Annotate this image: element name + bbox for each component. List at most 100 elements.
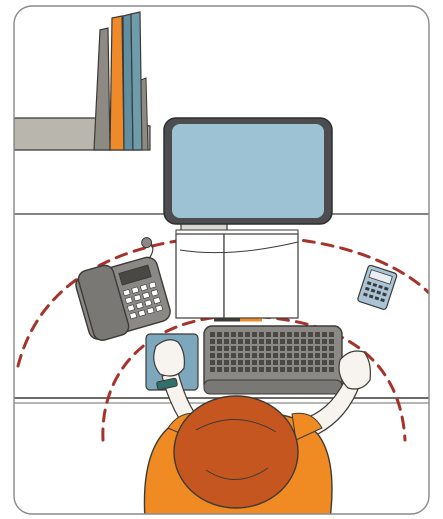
keyboard-key	[301, 360, 306, 365]
keyboard-key	[231, 339, 236, 344]
keyboard-key	[273, 346, 278, 351]
keyboard-icon	[204, 320, 342, 394]
keyboard-key	[252, 360, 257, 365]
keyboard-key	[322, 346, 327, 351]
keyboard-key	[252, 353, 257, 358]
keyboard-key	[252, 339, 257, 344]
keyboard-key	[252, 367, 257, 372]
keyboard-key	[329, 346, 334, 351]
keyboard-key	[210, 353, 215, 358]
keyboard-key	[308, 339, 313, 344]
keyboard-key	[266, 360, 271, 365]
keyboard-key	[252, 346, 257, 351]
keyboard-key	[245, 360, 250, 365]
keyboard-key	[238, 339, 243, 344]
keyboard-key	[273, 360, 278, 365]
keyboard-key	[245, 367, 250, 372]
document-holder-icon	[176, 230, 298, 318]
keyboard-key	[224, 346, 229, 351]
keyboard-key	[210, 332, 215, 337]
keyboard-key	[259, 339, 264, 344]
keyboard-key	[301, 346, 306, 351]
keyboard-key	[280, 360, 285, 365]
keyboard-key	[294, 346, 299, 351]
keyboard-key	[280, 346, 285, 351]
keyboard-key	[280, 367, 285, 372]
keyboard-key	[301, 339, 306, 344]
hair	[174, 396, 298, 508]
keyboard-key	[294, 332, 299, 337]
keyboard-key	[294, 353, 299, 358]
keyboard-key	[322, 360, 327, 365]
keyboard-key	[224, 360, 229, 365]
keyboard-key	[294, 360, 299, 365]
keyboard-key	[280, 339, 285, 344]
keyboard-key	[259, 332, 264, 337]
keyboard-key	[266, 346, 271, 351]
keyboard-key	[224, 353, 229, 358]
keyboard-key	[231, 360, 236, 365]
keyboard-key	[238, 332, 243, 337]
keyboard-key	[294, 367, 299, 372]
keyboard-key	[252, 332, 257, 337]
keyboard-key	[259, 353, 264, 358]
keyboard-key	[210, 367, 215, 372]
keyboard-key	[217, 346, 222, 351]
keyboard-key	[238, 367, 243, 372]
keyboard-key	[287, 332, 292, 337]
keyboard-key	[266, 339, 271, 344]
keyboard-key	[287, 346, 292, 351]
keyboard-key	[301, 353, 306, 358]
keyboard-key	[245, 339, 250, 344]
keyboard-key	[308, 367, 313, 372]
keyboard-key	[287, 360, 292, 365]
keyboard-key	[231, 332, 236, 337]
keyboard-key	[322, 353, 327, 358]
keyboard-key	[308, 360, 313, 365]
keyboard-key	[287, 339, 292, 344]
keyboard-key	[273, 332, 278, 337]
keyboard-key	[224, 339, 229, 344]
keyboard-key	[329, 353, 334, 358]
keyboard-key	[315, 353, 320, 358]
keyboard-key	[287, 353, 292, 358]
keyboard-key	[231, 353, 236, 358]
keyboard-key	[259, 360, 264, 365]
keyboard-key	[329, 339, 334, 344]
keyboard-key	[238, 353, 243, 358]
keyboard-key	[322, 367, 327, 372]
keyboard-key	[315, 360, 320, 365]
keyboard-key	[329, 332, 334, 337]
keyboard-key	[280, 353, 285, 358]
keyboard-key	[238, 360, 243, 365]
keyboard-key	[322, 332, 327, 337]
keyboard-key	[231, 346, 236, 351]
keyboard-key	[273, 353, 278, 358]
keyboard-key	[329, 367, 334, 372]
keyboard-key	[287, 367, 292, 372]
keyboard-key	[273, 367, 278, 372]
keyboard-key	[315, 367, 320, 372]
keyboard-key	[217, 360, 222, 365]
keyboard-key	[259, 367, 264, 372]
keyboard-key	[322, 339, 327, 344]
keyboard-key	[259, 346, 264, 351]
keyboard-key	[238, 346, 243, 351]
keyboard-key	[329, 360, 334, 365]
keyboard-key	[231, 367, 236, 372]
keyboard-key	[224, 367, 229, 372]
keyboard-key	[301, 367, 306, 372]
keyboard-key	[217, 353, 222, 358]
keyboard-key	[315, 339, 320, 344]
keyboard-key	[280, 332, 285, 337]
keyboard-key	[315, 346, 320, 351]
keyboard-key	[266, 353, 271, 358]
keyboard-key	[224, 332, 229, 337]
keyboard-key	[315, 332, 320, 337]
keyboard-key	[210, 339, 215, 344]
keyboard-key	[245, 353, 250, 358]
keyboard-key	[217, 332, 222, 337]
keyboard-key	[308, 346, 313, 351]
